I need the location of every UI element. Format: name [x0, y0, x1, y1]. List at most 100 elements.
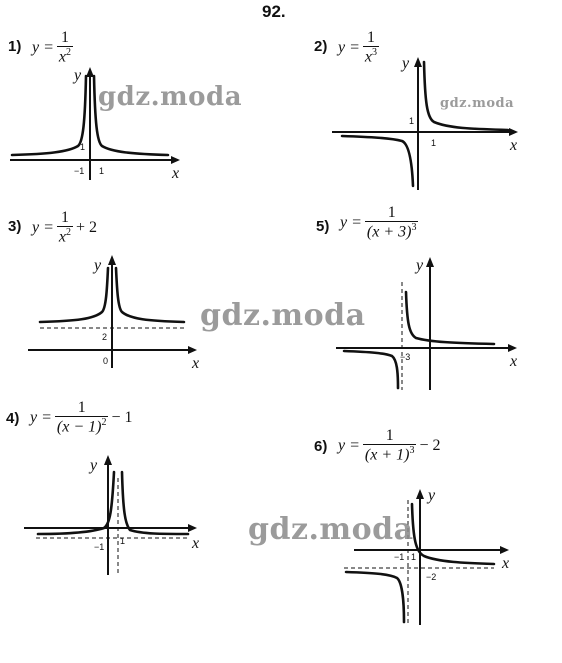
- item-1-equation: y = 1 x2: [32, 29, 74, 66]
- item-3-tick-0: 0: [103, 356, 108, 366]
- item-4-curve-right: [120, 470, 190, 536]
- item-2-y-arrow: [414, 57, 422, 67]
- item-3-graph: 2 0 x y: [28, 255, 199, 372]
- item-2-graph: 1 1 x y: [332, 55, 518, 190]
- item-4-y-label: y: [88, 457, 98, 474]
- item-2-curve-left: [340, 134, 415, 188]
- item-5-denominator-power: 3: [411, 222, 417, 233]
- item-2-lhs: y =: [338, 38, 360, 56]
- item-4-label: 4): [6, 410, 20, 427]
- item-4-x-label: x: [191, 535, 199, 552]
- item-2-numerator: 1: [366, 29, 375, 46]
- item-5-curve-right: [404, 290, 496, 346]
- item-5-tick-neg3: −3: [400, 352, 410, 362]
- item-4-curve-left: [36, 470, 116, 536]
- item-5-equation: y = 1 (x + 3)3: [340, 204, 419, 240]
- item-6-equation: y = 1 (x + 1)3 − 2: [338, 428, 441, 463]
- item-6-lhs: y =: [338, 436, 360, 454]
- item-6-denominator: (x + 1)3: [362, 444, 417, 464]
- item-6-tick-neg2: −2: [426, 572, 436, 582]
- item-1-y-label: y: [72, 67, 82, 84]
- item-3-x-arrow: [188, 346, 197, 354]
- item-3-x-label: x: [191, 355, 199, 372]
- item-1-x-arrow: [171, 156, 180, 164]
- item-5-fraction: 1 (x + 3)3: [364, 204, 419, 240]
- item-4-lhs: y =: [30, 408, 52, 426]
- item-3-denominator-power: 2: [66, 227, 72, 238]
- item-3-y-label: y: [92, 257, 102, 274]
- item-1-fraction: 1 x2: [56, 29, 74, 66]
- item-1-denominator: x2: [56, 46, 74, 66]
- item-1-lhs: y =: [32, 38, 54, 56]
- watermark-2: gdz.moda: [440, 96, 515, 111]
- item-6-y-arrow: [416, 489, 424, 499]
- item-4-tick-neg1: −1: [94, 542, 104, 552]
- item-2-tick-1x: 1: [431, 138, 436, 148]
- watermark-4: gdz.moda: [248, 512, 414, 547]
- item-6-x-label: x: [501, 555, 509, 572]
- item-1-tick-1x: 1: [99, 166, 104, 176]
- item-4-x-arrow: [188, 524, 197, 532]
- item-1-y-arrow: [86, 67, 94, 77]
- item-3-fraction: 1 x2: [56, 209, 74, 246]
- item-5-x-label: x: [509, 353, 517, 370]
- item-5-label: 5): [316, 218, 330, 235]
- item-1-denominator-base: x: [58, 48, 67, 66]
- item-6-tail: − 2: [419, 436, 441, 454]
- item-4-graph: −1 1 x y: [24, 455, 199, 576]
- item-4-fraction: 1 (x − 1)2: [54, 399, 109, 436]
- item-3-tick-2: 2: [102, 332, 107, 342]
- item-6-numerator: 1: [385, 427, 394, 444]
- item-1-tick-neg1: −1: [74, 166, 84, 176]
- item-2-fraction: 1 x3: [362, 29, 380, 66]
- item-4-tail: − 1: [111, 408, 133, 426]
- item-6-denominator-base: (x + 1): [364, 446, 410, 464]
- item-2-denominator-power: 3: [372, 47, 378, 58]
- problem-number: 92.: [262, 2, 286, 21]
- item-4-denominator-base: (x − 1): [56, 418, 102, 436]
- item-6-tick-1: 1: [411, 552, 416, 562]
- item-1-numerator: 1: [60, 29, 69, 46]
- item-2-label: 2): [314, 38, 328, 55]
- item-4-denominator-power: 2: [101, 417, 107, 428]
- item-4-denominator: (x − 1)2: [54, 416, 109, 436]
- item-1-graph: −1 1 1 x y: [10, 67, 180, 182]
- watermark-1: gdz.moda: [98, 82, 243, 112]
- item-2-denominator-base: x: [364, 48, 373, 66]
- item-2-x-label: x: [509, 137, 517, 154]
- item-5-numerator: 1: [387, 204, 396, 221]
- item-6-denominator-power: 3: [409, 445, 415, 456]
- item-5-curve-left: [342, 349, 400, 390]
- item-6-y-label: y: [426, 487, 436, 504]
- item-3-curve-right: [114, 266, 186, 324]
- item-6-tick-neg1: −1: [394, 552, 404, 562]
- item-3-label: 3): [8, 218, 22, 235]
- item-2-y-label: y: [400, 55, 410, 72]
- item-1-label: 1): [8, 38, 22, 55]
- item-1-curve-right: [92, 74, 170, 157]
- item-2-tick-1y: 1: [409, 116, 414, 126]
- item-5-y-arrow: [426, 257, 434, 267]
- item-3-y-arrow: [108, 255, 116, 265]
- item-5-y-label: y: [414, 257, 424, 274]
- item-3-equation: y = 1 x2 + 2: [32, 210, 97, 245]
- item-1-denominator-power: 2: [66, 47, 72, 58]
- watermark-3: gdz.moda: [200, 298, 366, 333]
- item-3-numerator: 1: [60, 209, 69, 226]
- item-3-lhs: y =: [32, 218, 54, 236]
- item-2-x-arrow: [509, 128, 518, 136]
- item-2-denominator: x3: [362, 46, 380, 66]
- item-2-equation: y = 1 x3: [338, 29, 380, 66]
- item-1-tick-1y: 1: [80, 142, 85, 152]
- item-5-x-arrow: [508, 344, 517, 352]
- item-5-lhs: y =: [340, 213, 362, 231]
- item-6-graph: −1 1 −2 x y: [344, 487, 509, 625]
- item-3-tail: + 2: [76, 218, 98, 236]
- item-3-denominator-base: x: [58, 228, 67, 246]
- item-1-curve-left: [10, 74, 88, 157]
- item-2-curve-right: [422, 60, 510, 132]
- item-4-numerator: 1: [77, 399, 86, 416]
- item-6-curve-right: [410, 502, 496, 566]
- item-3-curve-left: [38, 266, 110, 324]
- item-5-graph: −3 x y: [336, 257, 517, 390]
